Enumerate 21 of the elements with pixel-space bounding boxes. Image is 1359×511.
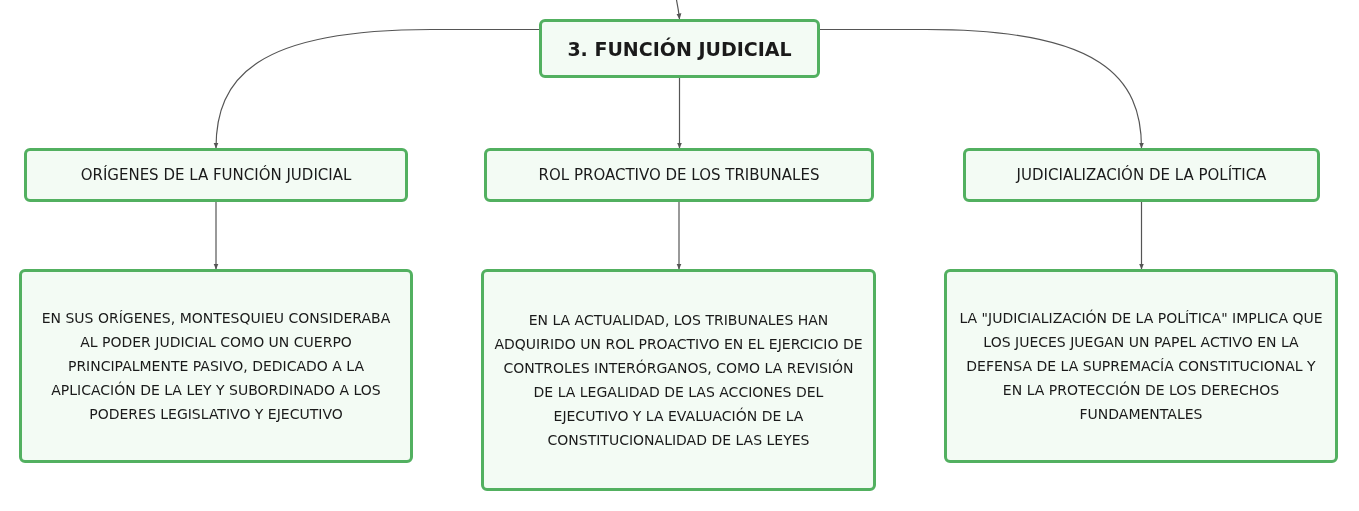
- description-box: [481, 269, 876, 491]
- description-box: [19, 269, 413, 463]
- connector-arrow: [819, 28, 1144, 149]
- topic-label: ROL PROACTIVO DE LOS TRIBUNALES: [538, 166, 820, 184]
- connector-arrow: [677, 77, 682, 149]
- topic-label: ORÍGENES DE LA FUNCIÓN JUDICIAL: [80, 166, 352, 184]
- connector-arrow: [675, 0, 682, 20]
- connector-arrow: [676, 201, 682, 270]
- connector-arrow: [1139, 201, 1144, 270]
- description-text: LA "JUDICIALIZACIÓN DE LA POLÍTICA" IMPLICA QUE LOS JUECES JUEGAN UN PAPEL ACTIVO EN LA DEFENSA DE LA SUPREMACÍA CONSTITUCIONAL Y EN LA PROTECCIÓN DE LOS DERECHOS FUNDAMENTALES: [959, 308, 1323, 424]
- topic-box: [539, 19, 820, 78]
- subtopic-box: [24, 148, 408, 202]
- subtopic-box: [484, 148, 874, 202]
- description-text: EN LA ACTUALIDAD, LOS TRIBUNALES HAN ADQUIRIDO UN ROL PROACTIVO EN EL EJERCICIO DE CONTROLES INTERÓRGANOS, COMO LA REVISIÓN DE LA LEGALIDAD DE LAS ACCIONES DEL EJECUTIVO Y LA EVALUACIÓN DE LA CONSTITUCIONALIDAD DE LAS LEYES: [494, 311, 863, 450]
- connector-arrow: [213, 201, 219, 270]
- connector-arrow: [213, 28, 540, 149]
- subtopic-box: [963, 148, 1320, 202]
- description-box: [944, 269, 1338, 463]
- description-text: EN SUS ORÍGENES, MONTESQUIEU CONSIDERABA AL PODER JUDICIAL COMO UN CUERPO PRINCIPALMENTE PASIVO, DEDICADO A LA APLICACIÓN DE LA LEY Y SUBORDINADO A LOS PODERES LEGISLATIVO Y EJECUTIVO: [40, 309, 392, 424]
- topic-label: JUDICIALIZACIÓN DE LA POLÍTICA: [1016, 166, 1267, 184]
- topic-label: 3. FUNCIÓN JUDICIAL: [567, 37, 792, 60]
